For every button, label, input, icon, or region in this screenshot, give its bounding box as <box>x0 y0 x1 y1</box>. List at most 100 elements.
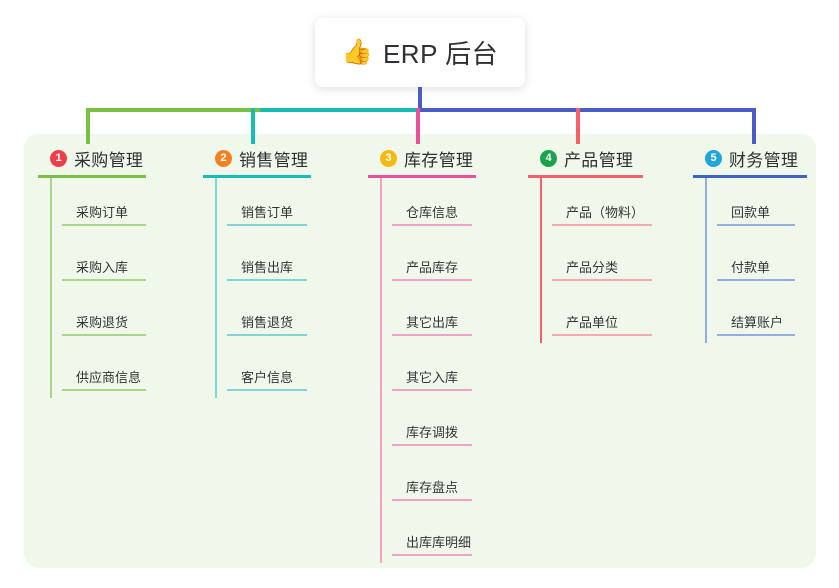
branch-item-underline <box>392 444 472 446</box>
branch-item-underline <box>717 279 795 281</box>
branch-items-purchase-management: 采购订单采购入库采购退货供应商信息 <box>38 178 146 398</box>
branch-item-label: 出库库明细 <box>406 535 472 550</box>
bus-blue <box>420 108 756 112</box>
bus-teal <box>260 108 420 112</box>
branch-spine <box>215 178 217 398</box>
branch-item[interactable]: 付款单 <box>705 233 807 288</box>
branch-item[interactable]: 采购退货 <box>50 288 146 343</box>
branch-item-label: 其它出库 <box>406 315 459 330</box>
branch-item-underline <box>62 334 146 336</box>
branch-item-underline <box>392 499 472 501</box>
branch-item-underline <box>62 279 146 281</box>
branch-item-label: 采购退货 <box>76 315 129 330</box>
branch-item-underline <box>392 334 472 336</box>
branch-item[interactable]: 仓库信息 <box>380 178 476 233</box>
drop-product <box>576 108 580 144</box>
branch-underline <box>528 175 643 178</box>
branch-item[interactable]: 供应商信息 <box>50 343 146 398</box>
branch-item[interactable]: 回款单 <box>705 178 807 233</box>
branch-item[interactable]: 结算账户 <box>705 288 807 343</box>
branch-item[interactable]: 产品（物料） <box>540 178 652 233</box>
branch-item-label: 付款单 <box>731 260 771 275</box>
branch-item[interactable]: 采购入库 <box>50 233 146 288</box>
branch-item-label: 客户信息 <box>241 370 294 385</box>
drop-finance <box>752 108 756 144</box>
root-node[interactable]: 👍 ERP 后台 <box>315 18 525 87</box>
branch-item-label: 产品库存 <box>406 260 459 275</box>
branch-item-underline <box>227 224 307 226</box>
page-title: ERP 后台 <box>382 39 499 69</box>
drop-purchase <box>86 108 90 144</box>
branch-item[interactable]: 产品单位 <box>540 288 652 343</box>
branch-index-badge: 3 <box>380 149 397 167</box>
drop-sales <box>251 108 255 144</box>
branch-item[interactable]: 产品库存 <box>380 233 476 288</box>
branch-item-label: 产品单位 <box>566 315 619 330</box>
branch-item[interactable]: 客户信息 <box>215 343 311 398</box>
branch-title: 库存管理 <box>404 150 474 170</box>
branch-item-label: 采购入库 <box>76 260 129 275</box>
branch-header-inventory-management[interactable]: 3 库存管理 <box>368 146 476 170</box>
branch-items-product-management: 产品（物料） 产品分类产品单位 <box>528 178 652 343</box>
branch-header-product-management[interactable]: 4 产品管理 <box>528 146 643 170</box>
branch-item-label: 库存调拨 <box>406 425 459 440</box>
branch-item[interactable]: 采购订单 <box>50 178 146 233</box>
branch-items-finance-management: 回款单付款单结算账户 <box>693 178 807 343</box>
branch-item[interactable]: 销售退货 <box>215 288 311 343</box>
branch-item-label: 结算账户 <box>731 315 784 330</box>
branch-item-underline <box>717 224 795 226</box>
branch-item-underline <box>392 279 472 281</box>
branch-item[interactable]: 产品分类 <box>540 233 652 288</box>
branch-index-badge: 1 <box>50 149 67 167</box>
branch-item-underline <box>227 279 307 281</box>
branch-underline <box>693 175 807 178</box>
branch-item-label: 仓库信息 <box>406 205 459 220</box>
branch-item[interactable]: 库存盘点 <box>380 453 476 508</box>
branch-item-underline <box>552 224 652 226</box>
branch-spine <box>540 178 542 343</box>
branch-item-label: 供应商信息 <box>76 370 142 385</box>
root-stem-connector <box>418 87 422 111</box>
branch-item[interactable]: 其它出库 <box>380 288 476 343</box>
branch-index-badge: 2 <box>215 149 232 167</box>
branch-item-underline <box>392 554 472 556</box>
branch-item-label: 销售退货 <box>241 315 294 330</box>
branch-item-underline <box>392 389 472 391</box>
branch-spine <box>50 178 52 398</box>
branch-index-badge: 5 <box>705 149 722 167</box>
branch-index-badge: 4 <box>540 149 557 167</box>
diagram-panel <box>24 134 816 568</box>
branch-item-underline <box>552 334 652 336</box>
branch-item[interactable]: 出库库明细 <box>380 508 476 563</box>
branch-item[interactable]: 库存调拨 <box>380 398 476 453</box>
branch-title: 产品管理 <box>564 150 634 170</box>
bus-green <box>86 108 260 112</box>
drop-inventory <box>416 108 420 144</box>
branch-underline <box>38 175 146 178</box>
branch-item-label: 销售订单 <box>241 205 294 220</box>
branch-item-label: 产品（物料） <box>566 205 645 220</box>
branch-item-label: 其它入库 <box>406 370 459 385</box>
branch-item-underline <box>392 224 472 226</box>
branch-items-inventory-management: 仓库信息产品库存其它出库其它入库库存调拨库存盘点出库库明细 <box>368 178 476 563</box>
branch-item[interactable]: 其它入库 <box>380 343 476 398</box>
branch-item-label: 库存盘点 <box>406 480 459 495</box>
branch-spine <box>380 178 382 563</box>
branch-items-sales-management: 销售订单销售出库销售退货客户信息 <box>203 178 311 398</box>
branch-inventory-management: 3 库存管理仓库信息产品库存其它出库其它入库库存调拨库存盘点出库库明细 <box>368 146 476 563</box>
branch-product-management: 4 产品管理产品（物料） 产品分类产品单位 <box>528 146 652 343</box>
branch-item-underline <box>62 224 146 226</box>
branch-underline <box>203 175 311 178</box>
branch-item-underline <box>552 279 652 281</box>
branch-spine <box>705 178 707 343</box>
branch-item[interactable]: 销售出库 <box>215 233 311 288</box>
branch-item-underline <box>62 389 146 391</box>
branch-item[interactable]: 销售订单 <box>215 178 311 233</box>
